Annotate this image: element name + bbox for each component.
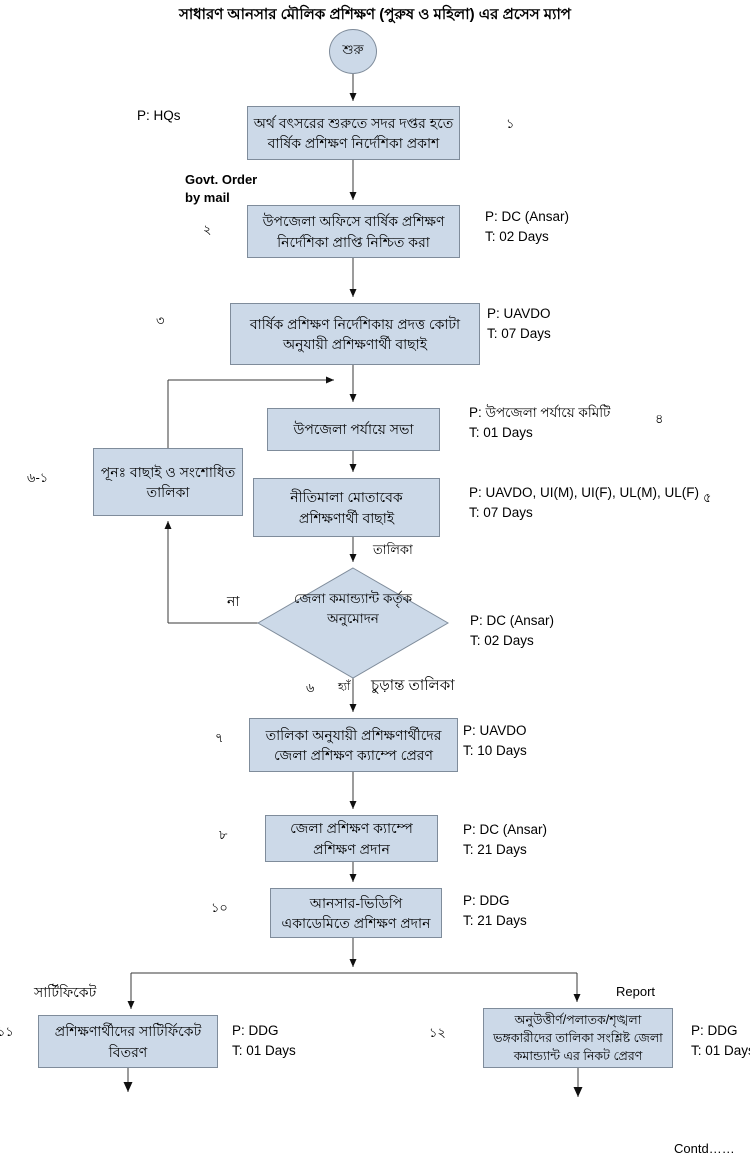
step-11-time: T: 01 Days [232, 1042, 296, 1058]
step-10-number: ১০ [211, 900, 228, 915]
step-7-box: তালিকা অনুযায়ী প্রশিক্ষণার্থীদের জেলা প… [249, 718, 458, 772]
step-6-annotation: P: DC (Ansar) T: 02 Days [470, 611, 554, 650]
step-5-performer: P: UAVDO, UI(M), UI(F), UL(M), UL(F) [469, 485, 699, 500]
step-2-performer: P: DC (Ansar) [485, 209, 570, 224]
step-12-number: ১২ [429, 1025, 446, 1040]
step-1-number: ১ [506, 116, 515, 131]
step-10-performer: P: DDG [463, 893, 510, 908]
step-5-annotation: P: UAVDO, UI(M), UI(F), UL(M), UL(F) T: … [469, 483, 699, 522]
rework-box: পূনঃ বাছাই ও সংশোধিত তালিকা [93, 448, 243, 516]
step-10-time: T: 21 Days [463, 912, 527, 928]
start-node: শুরু [329, 29, 377, 74]
edge-label-certificate: সার্টিফিকেট [34, 984, 97, 1000]
step-11-annotation: P: DDG T: 01 Days [232, 1021, 296, 1060]
step-3-box: বার্ষিক প্রশিক্ষণ নির্দেশিকায় প্রদত্ত ক… [230, 303, 480, 365]
step-6-number: ৬ [306, 680, 315, 695]
step-4-annotation: P: উপজেলা পর্যায়ে কমিটি T: 01 Days [469, 403, 610, 442]
step-11-number: ১১ [0, 1024, 14, 1039]
step-1-annotation: P: HQs [137, 106, 181, 126]
step-8-time: T: 21 Days [463, 841, 527, 857]
decision-diamond-label: জেলা কমান্ড্যান্ট কর্তৃক অনুমোদন [293, 591, 413, 627]
step-5-time: T: 07 Days [469, 504, 533, 520]
step-3-annotation: P: UAVDO T: 07 Days [487, 304, 551, 343]
step-4-time: T: 01 Days [469, 424, 533, 440]
edge-label-final-list: চুড়ান্ত তালিকা [371, 677, 455, 694]
step-11-performer: P: DDG [232, 1023, 279, 1038]
step-10-box: আনসার-ভিডিপি একাডেমিতে প্রশিক্ষণ প্রদান [270, 888, 442, 938]
start-label: শুরু [342, 42, 364, 57]
edge-label-yes: হ্যাঁ [338, 681, 351, 693]
step-2-time: T: 02 Days [485, 228, 549, 244]
step-7-number: ৭ [215, 730, 224, 745]
step-12-time: T: 01 Days [691, 1042, 750, 1058]
step-11-box: প্রশিক্ষণার্থীদের সাটির্ফিকেট বিতরণ [38, 1015, 218, 1068]
step-12-performer: P: DDG [691, 1023, 738, 1038]
step-7-time: T: 10 Days [463, 742, 527, 758]
step-8-annotation: P: DC (Ansar) T: 21 Days [463, 820, 547, 859]
step-2-annotation: P: DC (Ansar) T: 02 Days [485, 207, 569, 246]
step-3-number: ৩ [156, 313, 165, 328]
step-8-number: ৮ [219, 827, 228, 842]
step-7-performer: P: UAVDO [463, 723, 527, 738]
step-4-performer: P: উপজেলা পর্যায়ে কমিটি [469, 405, 611, 420]
edge-label-govt-order: Govt. Order by mail [185, 172, 258, 205]
step-2-number: ২ [203, 222, 212, 237]
step-3-time: T: 07 Days [487, 325, 551, 341]
step-4-number: ৪ [655, 411, 664, 426]
step-2-box: উপজেলা অফিসে বার্ষিক প্রশিক্ষণ নির্দেশিক… [247, 205, 460, 258]
edge-label-report: Report [616, 984, 656, 999]
rework-number: ৬-১ [27, 470, 49, 485]
step-7-annotation: P: UAVDO T: 10 Days [463, 721, 527, 760]
step-12-box: অনুউত্তীর্ণ/পলাতক/শৃঙ্খলা ভঙ্গকারীদের তা… [483, 1008, 673, 1068]
step-8-performer: P: DC (Ansar) [463, 822, 548, 837]
step-1-performer: P: HQs [137, 108, 181, 123]
step-8-box: জেলা প্রশিক্ষণ ক্যাম্পে প্রশিক্ষণ প্রদান [265, 815, 438, 862]
step-6-performer: P: DC (Ansar) [470, 613, 555, 628]
step-4-box: উপজেলা পর্যায়ে সভা [267, 408, 440, 451]
step-6-time: T: 02 Days [470, 632, 534, 648]
step-1-box: অর্থ বৎসরের শুরুতে সদর দপ্তর হতে বার্ষিক… [247, 106, 460, 160]
step-5-box: নীতিমালা মোতাবেক প্রশিক্ষণার্থী বাছাই [253, 478, 440, 537]
edge-label-no: না [227, 593, 240, 609]
step-10-annotation: P: DDG T: 21 Days [463, 891, 527, 930]
contd-label: Contd…… [674, 1141, 735, 1156]
step-5-number: ৫ [703, 490, 712, 505]
step-12-annotation: P: DDG T: 01 Days [691, 1021, 750, 1060]
edge-label-talika: তালিকা [373, 542, 413, 557]
step-3-performer: P: UAVDO [487, 306, 551, 321]
page-title: সাধারণ আনসার মৌলিক প্রশিক্ষণ (পুরুষ ও মহ… [179, 6, 571, 23]
